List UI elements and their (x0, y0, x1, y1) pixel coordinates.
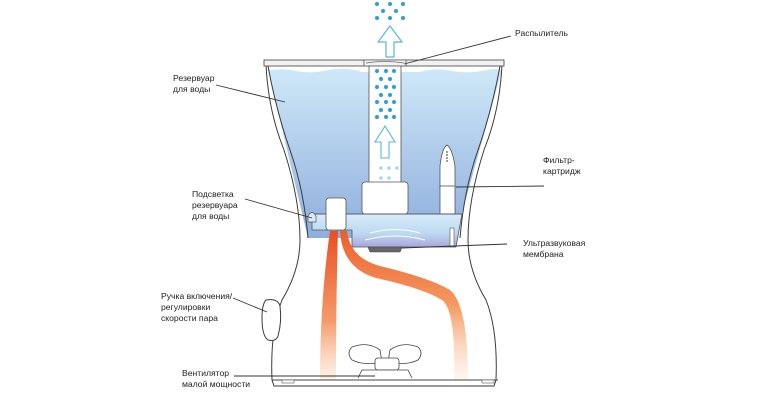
label-knob: Ручка включения/ (161, 291, 233, 301)
ultrasonic-membrane (367, 246, 403, 253)
label-membrane-2: мембрана (523, 249, 564, 259)
label-backlight-2: резервуара (192, 200, 238, 210)
label-atomizer: Распылитель (515, 28, 569, 38)
atomizer-nozzle (363, 59, 407, 67)
ultrasonic-waves (364, 229, 426, 241)
humidifier-outline (265, 63, 503, 387)
mist-dots-faint (379, 166, 399, 180)
leader-filter (455, 185, 545, 188)
low-power-fan (348, 344, 422, 379)
label-backlight: Подсветка (192, 189, 234, 199)
label-membrane: Ультразвуковая (523, 238, 586, 248)
label-fan-2: малой мощности (182, 379, 250, 389)
power-speed-knob (261, 299, 282, 341)
air-flow-left (320, 231, 338, 380)
reservoir-backlight (307, 212, 317, 223)
label-reservoir-2: для воды (173, 84, 210, 94)
mist-dots-column (375, 69, 396, 119)
mist-arrow-column-icon (374, 124, 396, 159)
label-knob-2: регулировки (161, 302, 211, 312)
leader-knob (232, 297, 268, 313)
leader-backlight (244, 198, 313, 219)
vent-block (325, 197, 347, 231)
label-knob-3: скорости пара (161, 313, 218, 323)
label-filter: Фильтр- (543, 155, 575, 165)
label-filter-2: картридж (543, 166, 581, 176)
leader-membrane (401, 243, 508, 249)
label-backlight-3: для воды (192, 211, 229, 221)
mist-dots-top (375, 2, 405, 20)
leader-atomizer (403, 35, 512, 65)
air-flow-right (340, 231, 468, 380)
leader-reservoir (215, 84, 286, 103)
column-base (361, 181, 409, 215)
mist-arrow-top-icon (376, 25, 404, 58)
label-fan: Вентилятор (182, 368, 229, 378)
label-reservoir: Резервуар (173, 73, 215, 83)
filter-cartridge (439, 144, 456, 189)
